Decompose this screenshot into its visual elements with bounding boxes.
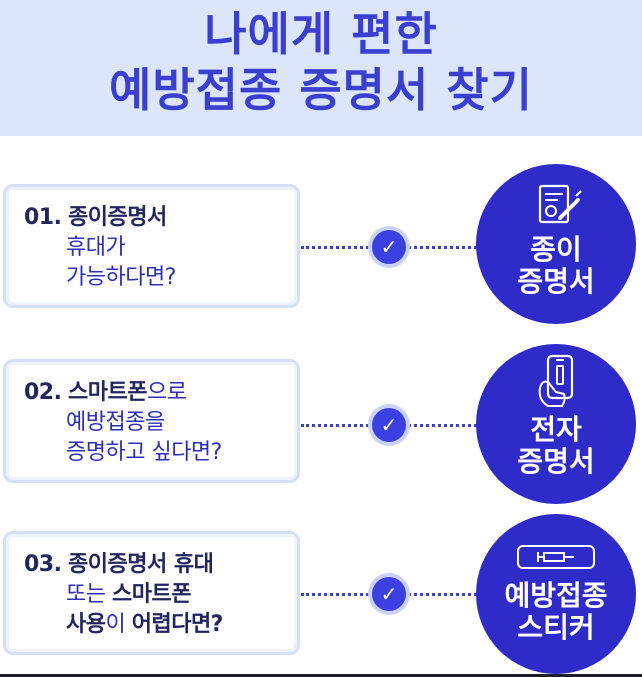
check-icon: ✓ — [372, 408, 406, 442]
item-line-2: 휴대가 — [66, 235, 126, 260]
result-circle-electronic: 전자 증명서 — [476, 344, 636, 504]
item-line-3-bold2: 어렵다면? — [131, 612, 224, 637]
sticker-syringe-icon — [517, 545, 595, 569]
item-heading-rest: 으로 — [146, 380, 187, 405]
item-heading: 종이증명서 — [67, 205, 167, 230]
item-line-2-bold: 스마트폰 — [111, 582, 191, 607]
item-line-2-plain: 또는 — [66, 582, 112, 607]
item-heading: 종이증명서 휴대 — [67, 552, 214, 577]
certificate-syringe-icon — [538, 184, 582, 224]
check-icon: ✓ — [372, 577, 406, 611]
circle-label-2: 증명서 — [517, 445, 595, 478]
circle-label-1: 전자 — [530, 413, 582, 446]
title-line-1: 나에게 편한 — [204, 7, 438, 61]
item-line-3-bold: 사용 — [66, 612, 106, 637]
result-circle-sticker: 예방접종 스티커 — [476, 514, 636, 674]
option-card-paper: 01. 종이증명서 휴대가 가능하다면? — [3, 184, 300, 308]
item-line-2: 예방접종을 — [66, 410, 165, 435]
item-number: 03. — [24, 552, 62, 577]
item-number: 01. — [24, 205, 62, 230]
item-line-3-mid: 이 — [105, 612, 132, 637]
item-heading: 스마트폰 — [67, 380, 147, 405]
smartphone-syringe-icon — [538, 354, 574, 407]
bottom-divider — [0, 674, 642, 677]
item-number: 02. — [24, 380, 62, 405]
circle-label-2: 증명서 — [517, 265, 595, 298]
result-circle-paper: 종이 증명서 — [476, 164, 636, 324]
option-card-sticker: 03. 종이증명서 휴대 또는 스마트폰 사용이 어렵다면? — [3, 531, 300, 655]
option-card-smartphone: 02. 스마트폰으로 예방접종을 증명하고 싶다면? — [3, 359, 300, 483]
item-line-3: 증명하고 싶다면? — [66, 440, 222, 465]
circle-label-1: 종이 — [530, 233, 582, 266]
circle-label-1: 예방접종 — [504, 579, 608, 612]
title-line-2: 예방접종 증명서 찾기 — [109, 63, 533, 117]
circle-label-2: 스티커 — [517, 611, 595, 644]
item-line-3: 가능하다면? — [66, 265, 176, 290]
header-banner: 나에게 편한 예방접종 증명서 찾기 — [0, 0, 642, 136]
check-icon: ✓ — [372, 230, 406, 264]
